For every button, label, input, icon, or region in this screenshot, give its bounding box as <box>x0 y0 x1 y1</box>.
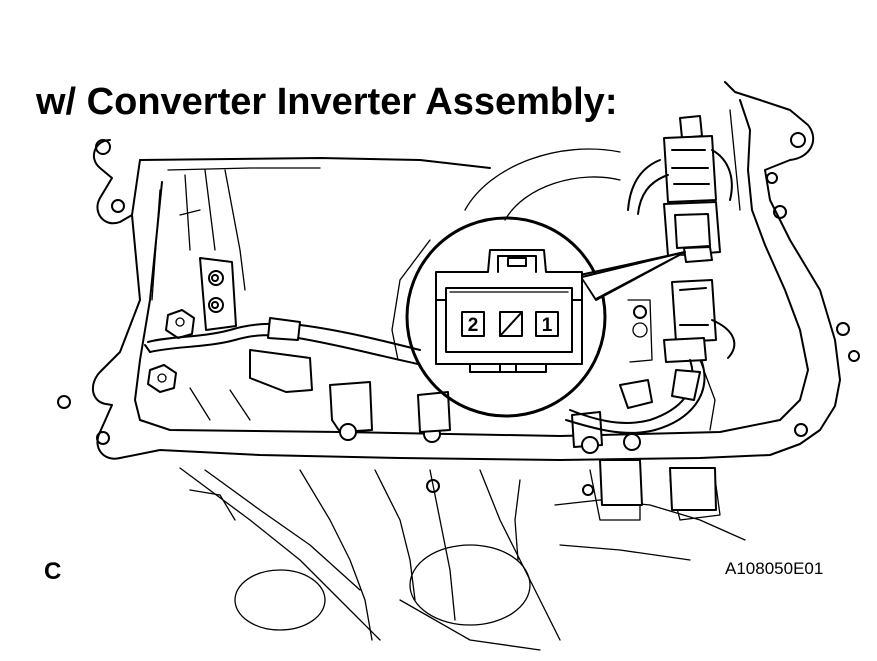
motor-housing-rings <box>391 148 653 363</box>
pin-2-cell: 2 <box>461 311 485 337</box>
diagram-title: w/ Converter Inverter Assembly: <box>35 81 617 123</box>
pin-2-label: 2 <box>468 315 479 336</box>
left-bracket <box>147 257 237 393</box>
pin-1-cell: 1 <box>535 311 559 337</box>
flange-bolt-holes <box>57 132 860 496</box>
connector-callout: 2 1 <box>405 216 686 418</box>
lower-housing <box>179 467 746 651</box>
view-label: C <box>44 558 61 585</box>
upper-right-connector <box>565 115 736 434</box>
figure-code: A108050E01 <box>725 559 823 578</box>
pin-1-label: 1 <box>542 315 553 336</box>
wire-harness <box>144 317 717 511</box>
pin-blank-cell <box>499 311 523 337</box>
